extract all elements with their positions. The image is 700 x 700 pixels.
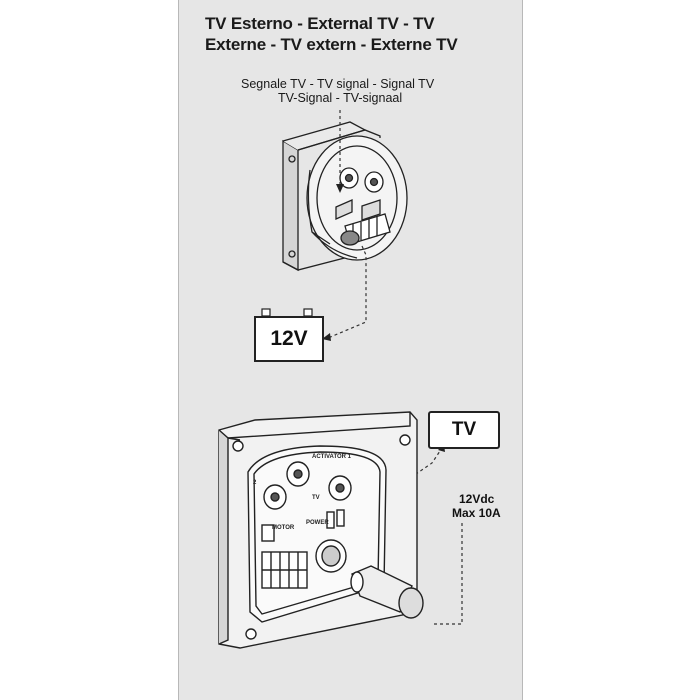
battery-12v-box: 12V: [254, 316, 324, 362]
voltage-rating: 12Vdc: [459, 492, 495, 506]
tv-box: TV: [428, 411, 500, 449]
panel-label-antenna: ACTIVATOR 1: [312, 454, 352, 460]
panel-label-power: POWER: [306, 520, 329, 526]
signal-label-line-1: Segnale TV - TV signal - Signal TV: [241, 77, 435, 91]
title-line-2: Externe - TV extern - Externe TV: [205, 35, 458, 54]
control-panel: [218, 411, 424, 649]
screw-icon: [288, 250, 296, 258]
screw-icon: [399, 434, 411, 446]
title-line-1: TV Esterno - External TV - TV: [205, 14, 435, 33]
socket-box: [282, 121, 408, 272]
battery-terminals: [261, 308, 313, 317]
panel-label-tv: TV: [312, 495, 320, 501]
screw-icon: [245, 628, 257, 640]
signal-label-line-2: TV-Signal - TV-signaal: [278, 91, 403, 105]
screw-icon: [288, 155, 296, 163]
panel-label-side: 2: [253, 480, 257, 486]
current-rating: Max 10A: [452, 506, 501, 520]
panel-label-motor: MOTOR: [272, 525, 295, 531]
screw-icon: [232, 440, 244, 452]
